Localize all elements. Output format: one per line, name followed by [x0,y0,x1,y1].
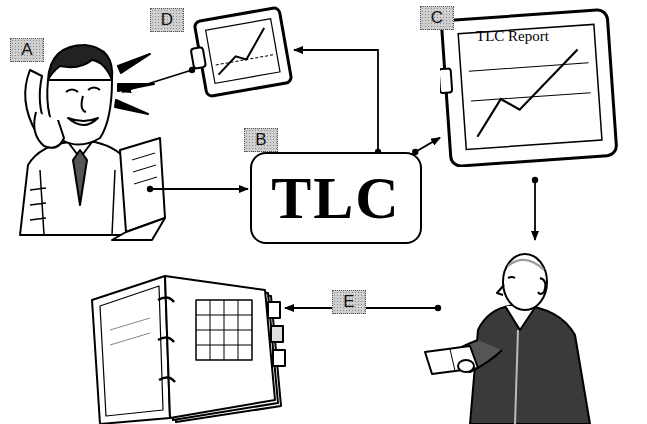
chart-clipboard-part [206,19,280,84]
chart-line [472,50,583,137]
flow-arrow [415,138,440,152]
binder-illustration-part [196,300,252,360]
caller-illustration-part [112,218,165,240]
chart-clipboard [186,7,292,98]
binder-illustration-part [100,286,163,416]
clipboard-frame [441,9,617,166]
caller-illustration-part [132,153,157,184]
chart-gridline [469,63,591,101]
process-box: TLC [250,152,422,244]
flow-arrows-part [150,188,248,190]
chart-clipboard-part [191,47,206,69]
chart-clipboard-part [212,28,271,75]
callout-letter: D [150,8,184,32]
clipboard-outline [440,9,617,167]
clipboard-clip [440,68,452,93]
reader-illustration-part [458,360,474,372]
reader-illustration [425,254,590,424]
binder-illustration-part [158,297,175,382]
report-clipboard: TLC Report [440,5,618,167]
arrow-dots-part [189,67,195,73]
reader-illustration-part [425,346,478,374]
arrow-dots-part [435,305,441,311]
binder-illustration-part [273,350,285,366]
binder-illustration-part [268,302,280,318]
binder-illustration-part [271,326,283,342]
caller-illustration-part [66,88,100,93]
callout-letter: E [332,290,366,314]
chart-clipboard-part [194,7,292,97]
caller-illustration-part [48,45,112,80]
callout-letter: B [244,128,278,152]
binder-illustration [92,276,285,424]
reader-illustration-part [450,349,455,371]
reader-illustration-part [508,260,544,270]
binder-illustration-part [196,300,252,360]
arrow-dots-part [147,186,153,192]
callout-letter: C [420,6,454,30]
caller-illustration-part [68,118,98,125]
flow-arrows-part [122,70,192,92]
caller-illustration-part [73,150,87,205]
binder-illustration-part [165,276,275,418]
node-text: TLC Report [476,29,549,44]
reader-illustration-part [515,330,518,424]
binder-illustration-part [92,276,170,424]
caller-illustration-part [82,96,86,112]
caller-illustration-part [30,170,115,235]
node-text: TLC [271,168,400,228]
callout-letter: A [10,38,44,62]
caller-illustration-part [120,138,165,232]
flow-arrows-part [534,180,536,240]
reader-illustration-part [508,277,515,278]
caller-illustration-part [34,112,64,148]
arrow-dots-part [532,177,538,183]
reader-illustration-part [470,305,590,424]
clipboard-screen [458,24,602,149]
caller-illustration [20,45,165,240]
edge-group [412,138,440,156]
reader-illustration-part [503,254,547,310]
reader-illustration-part [497,285,504,295]
reader-illustration-part [538,278,545,294]
binder-illustration-part [110,318,150,345]
flow-arrows-part [294,50,378,152]
